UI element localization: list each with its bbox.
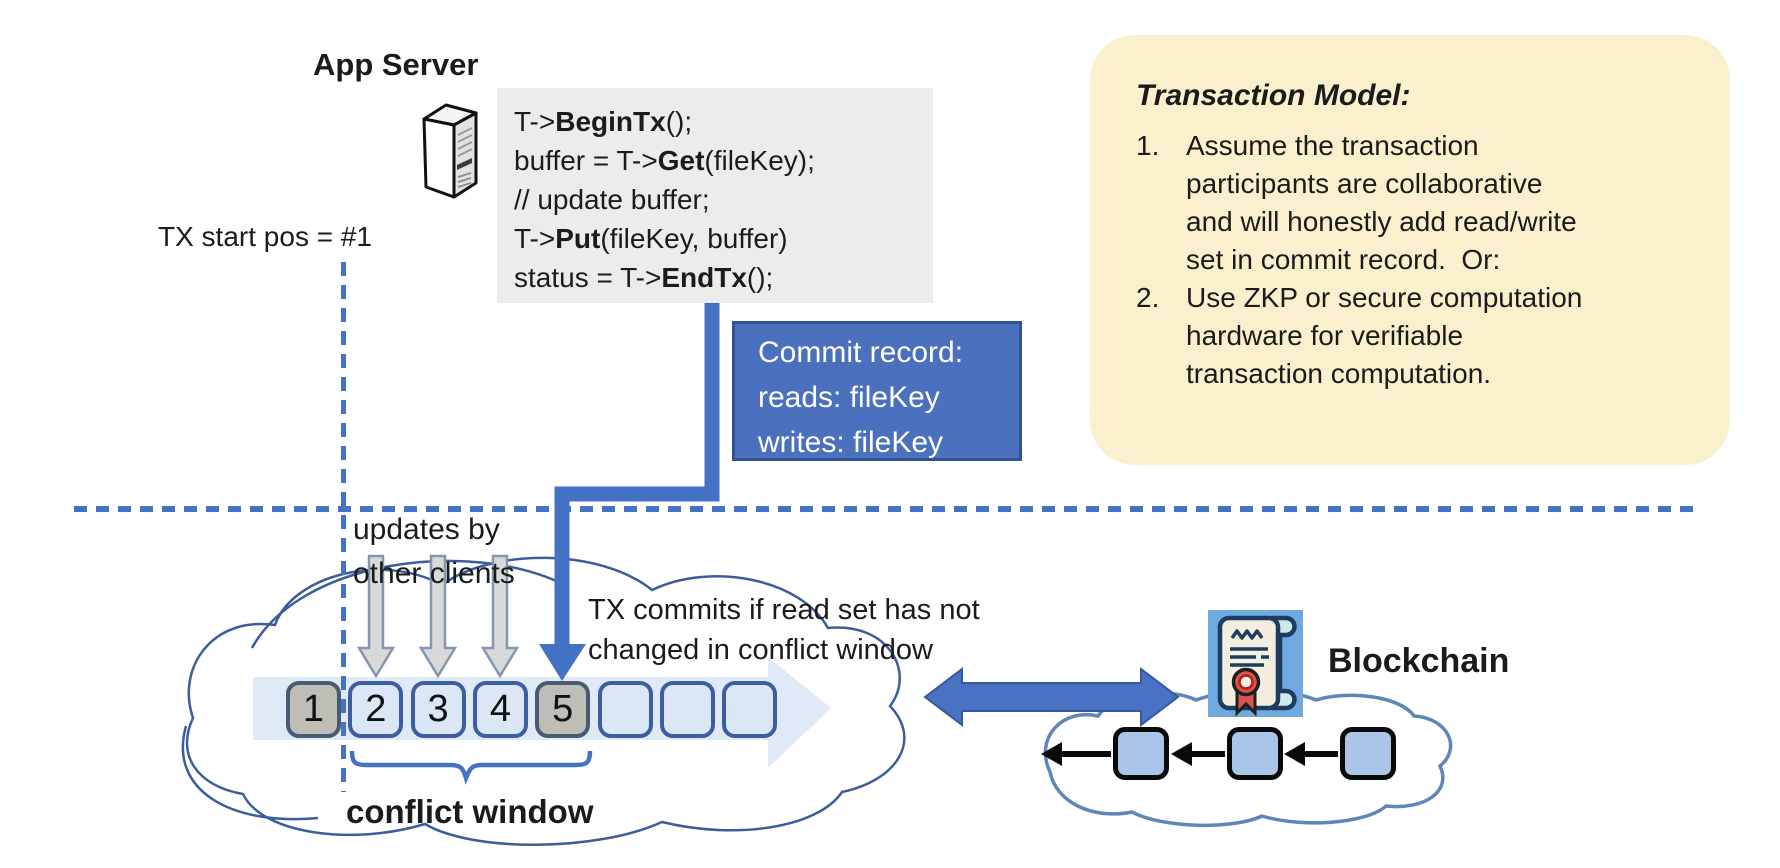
text-line: writes: fileKey xyxy=(758,426,944,459)
blockchain-label: Blockchain xyxy=(1328,642,1510,680)
text-line: Commit record: xyxy=(758,336,964,369)
code-line: buffer = T->Get(fileKey); xyxy=(514,145,815,176)
commit-record-box: Commit record: reads: fileKey writes: file… xyxy=(732,321,1022,461)
code-line: status = T->EndTx(); xyxy=(514,262,774,293)
tx-start-pos-label: TX start pos = #1 xyxy=(158,221,372,252)
chain-arrowhead xyxy=(1041,742,1062,766)
code-line: T->Put(fileKey, buffer) xyxy=(514,223,788,254)
blockchain-block xyxy=(1113,727,1169,780)
text-line: Use ZKP or secure computation xyxy=(1186,282,1583,313)
text-line: set in commit record. Or: xyxy=(1186,244,1501,275)
blockchain-block xyxy=(1340,727,1396,780)
list-text: Assume the transaction participants are c… xyxy=(1186,127,1577,279)
chain-arrowhead xyxy=(1171,742,1192,766)
update-arrows xyxy=(356,554,520,679)
text-line: other clients xyxy=(353,557,515,590)
certificate-scroll-icon xyxy=(1208,610,1303,717)
code-line: T->BeginTx(); xyxy=(514,106,693,137)
text-line: and will honestly add read/write xyxy=(1186,206,1577,237)
tx-commits-note: TX commits if read set has not changed in… xyxy=(588,590,980,670)
server-tower-icon xyxy=(422,103,478,199)
update-arrow-icon xyxy=(418,554,458,679)
transaction-code-block: T->BeginTx(); buffer = T->Get(fileKey); //… xyxy=(497,88,933,303)
update-arrow-icon xyxy=(356,554,396,679)
text-line: TX commits if read set has not xyxy=(588,594,980,626)
cloud-sketch-arc xyxy=(181,725,319,821)
horizontal-dashed-divider xyxy=(74,506,1702,512)
chain-arrowhead xyxy=(1284,742,1305,766)
chain-links xyxy=(1041,742,1338,766)
list-number: 2. xyxy=(1136,282,1160,313)
text-line: transaction computation. xyxy=(1186,358,1492,389)
code-line: // update buffer; xyxy=(514,184,710,215)
text-line: reads: fileKey xyxy=(758,381,940,414)
transaction-model-note: Transaction Model: 1. Assume the transac… xyxy=(1090,35,1730,465)
text-line: Assume the transaction xyxy=(1186,130,1479,161)
tx-start-dashed-line xyxy=(341,262,346,792)
list-text: Use ZKP or secure computation hardware fo… xyxy=(1186,279,1582,393)
update-arrow-icon xyxy=(480,554,520,679)
commit-connector-arrowhead xyxy=(539,644,586,681)
conflict-window-bracket xyxy=(349,750,593,785)
updates-by-other-clients-label: updates by other clients xyxy=(353,508,515,596)
transaction-model-item: 2. Use ZKP or secure computation hardware… xyxy=(1136,279,1690,393)
app-server-title: App Server xyxy=(313,47,479,82)
text-line: hardware for verifiable xyxy=(1186,320,1464,351)
transaction-model-title: Transaction Model: xyxy=(1136,79,1411,112)
commit-connector xyxy=(554,303,720,648)
text-line: changed in conflict window xyxy=(588,634,933,666)
blockchain-block xyxy=(1226,727,1283,780)
cloud-sketch-arc xyxy=(250,559,566,649)
text-line: updates by xyxy=(353,513,500,546)
list-number: 1. xyxy=(1136,130,1160,161)
transaction-model-item: 1. Assume the transaction participants ar… xyxy=(1136,127,1690,279)
sync-double-arrow xyxy=(923,666,1180,728)
text-line: participants are collaborative xyxy=(1186,168,1543,199)
conflict-window-label: conflict window xyxy=(346,793,594,830)
